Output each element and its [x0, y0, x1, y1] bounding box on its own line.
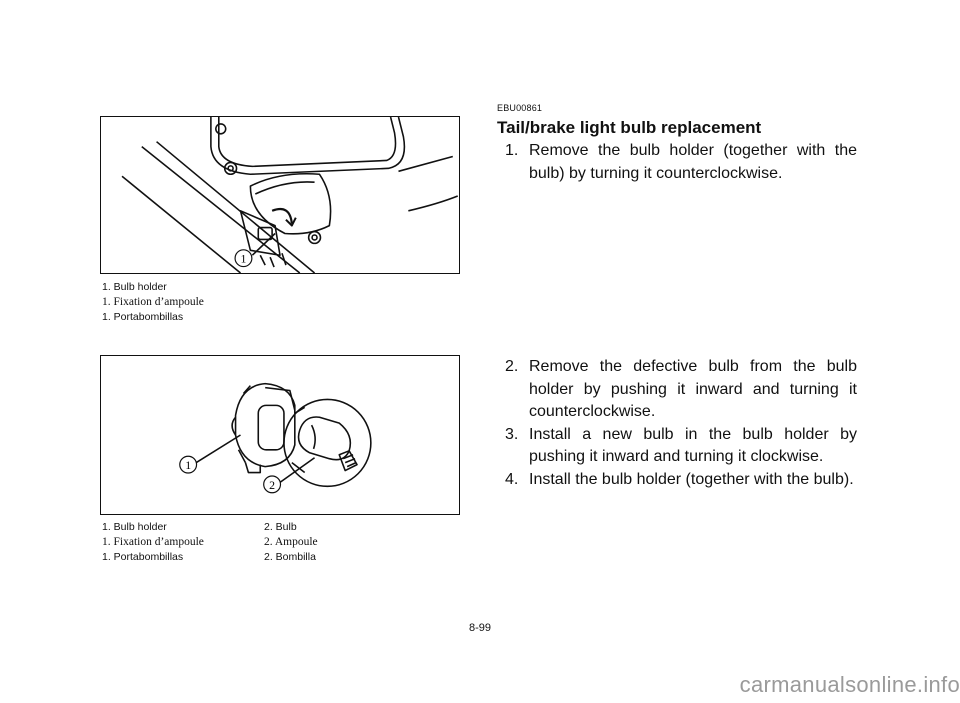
step-number: 1. — [505, 142, 519, 159]
callout-1: 1 — [241, 252, 247, 266]
step-number: 3. — [505, 425, 519, 443]
callout-2: 2 — [269, 478, 275, 492]
caption-es-1: 1. Portabombillas — [102, 551, 184, 563]
caption-fr-2: 2. Ampoule — [264, 536, 318, 548]
caption-en-1: 1. Bulb holder — [102, 521, 167, 533]
watermark-text: carmanualsonline.info — [739, 672, 960, 697]
step-text: Remove the bulb holder (together with th… — [529, 142, 857, 182]
steps-list-part1: 1. Remove the bulb holder (together with… — [505, 140, 857, 185]
illustration-tail-light-rear: 1 — [121, 117, 459, 273]
figure-bulb-and-holder: 1 2 — [100, 355, 460, 515]
caption-fr-1: 1. Fixation d’ampoule — [102, 536, 204, 548]
step-item: 3. Install a new bulb in the bulb holder… — [505, 424, 857, 469]
step-number: 2. — [505, 358, 519, 375]
caption-es: 1. Portabombillas — [102, 311, 184, 323]
step-item: 4. Install the bulb holder (together wit… — [505, 469, 857, 492]
caption-es-2: 2. Bombilla — [264, 551, 316, 563]
step-number: 4. — [505, 470, 519, 488]
caption-fr: 1. Fixation d’ampoule — [102, 296, 204, 308]
step-text: Install the bulb holder (together with t… — [529, 470, 854, 488]
step-text: Install a new bulb in the bulb holder by… — [529, 425, 857, 466]
caption-en-2: 2. Bulb — [264, 521, 297, 533]
step-item: 2. Remove the defective bulb from the bu… — [505, 356, 857, 424]
illustration-bulb-holder: 1 2 — [179, 382, 372, 494]
page-number: 8-99 — [468, 622, 492, 634]
figure1-caption: 1. Bulb holder 1. Fixation d’ampoule 1. … — [102, 280, 264, 325]
section-title: Tail/brake light bulb replacement — [497, 118, 762, 137]
section-code: EBU00861 — [497, 103, 543, 113]
figure-bulb-holder-location: 1 — [100, 116, 460, 274]
caption-en: 1. Bulb holder — [102, 281, 167, 293]
step-text: Remove the defective bulb from the bulb … — [529, 358, 857, 420]
figure2-caption: 1. Bulb holder 2. Bulb 1. Fixation d’amp… — [102, 520, 426, 565]
callout-1: 1 — [185, 458, 191, 472]
step-item: 1. Remove the bulb holder (together with… — [505, 140, 857, 185]
steps-list-part2: 2. Remove the defective bulb from the bu… — [505, 356, 857, 491]
